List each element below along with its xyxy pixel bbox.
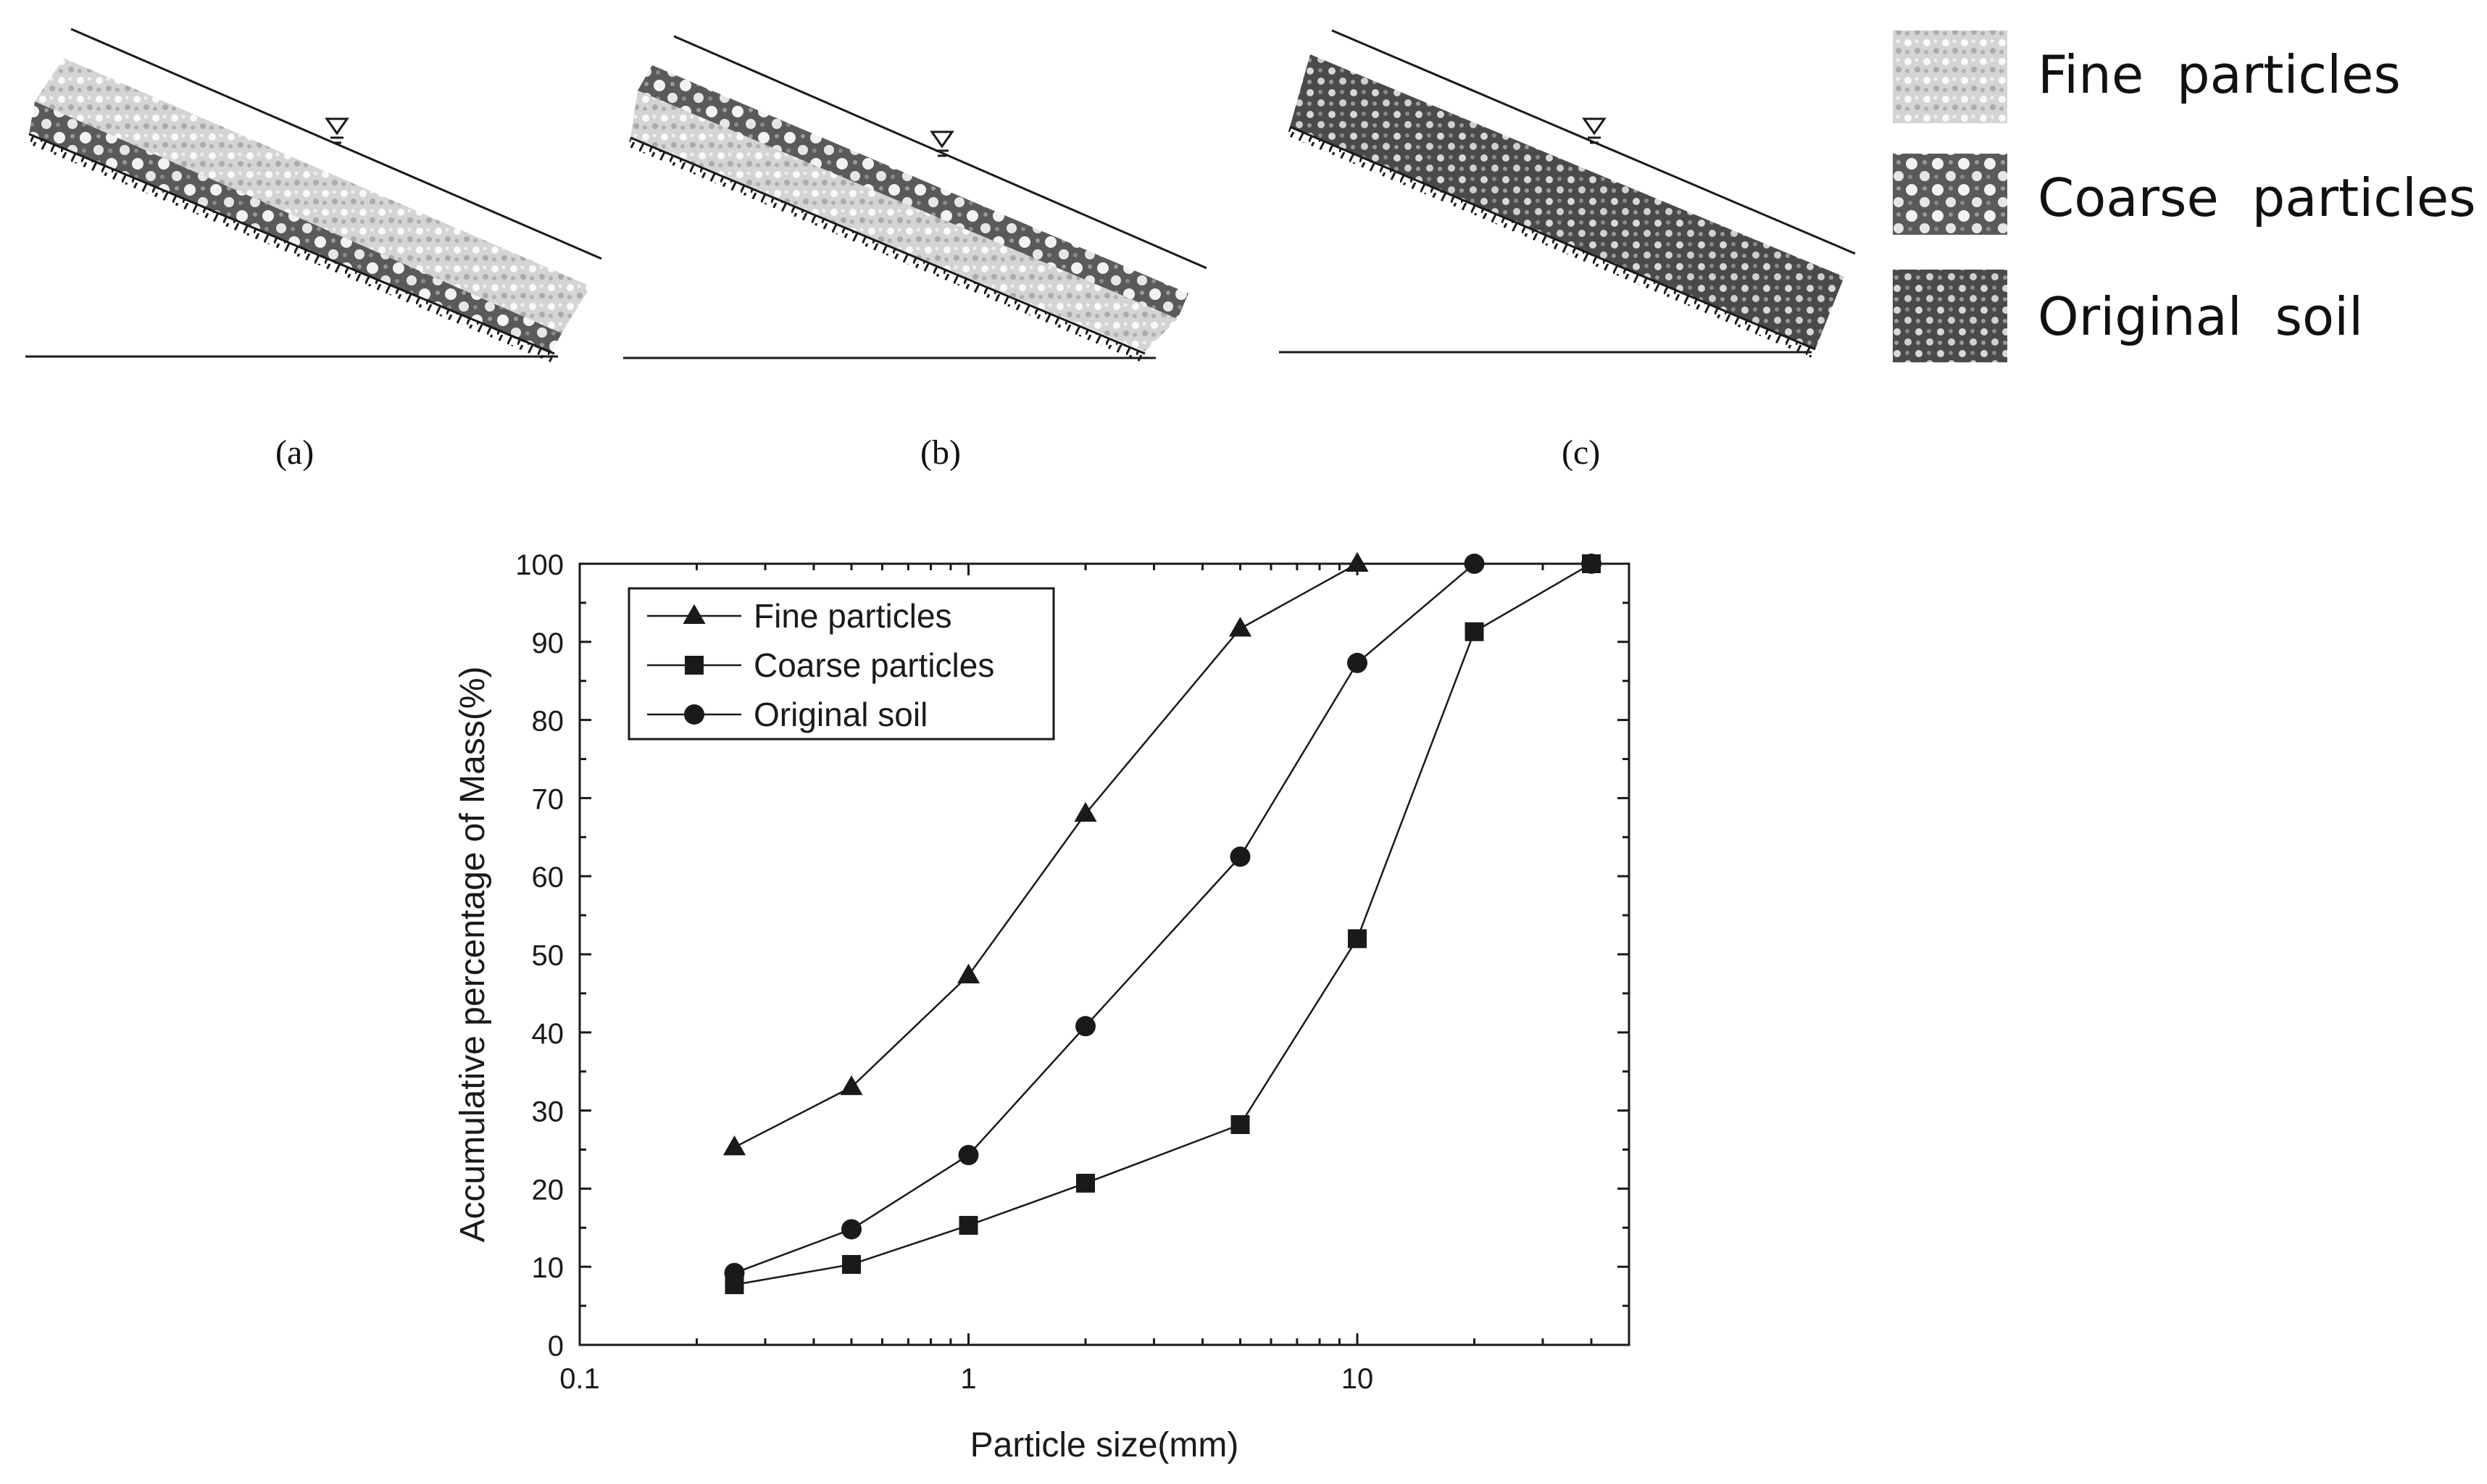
- data-point: [958, 1145, 979, 1166]
- legend-marker: [683, 604, 706, 625]
- y-tick-label: 30: [532, 1096, 565, 1128]
- slope-b-bed-hatch: [628, 138, 1145, 362]
- data-point: [840, 1075, 863, 1096]
- data-point: [1465, 622, 1484, 641]
- legend-marker: [685, 656, 704, 675]
- series-circle: [724, 554, 1602, 1283]
- data-point: [722, 1135, 746, 1156]
- data-point: [959, 1216, 978, 1235]
- y-tick-label: 50: [532, 940, 565, 972]
- series-line: [734, 562, 1592, 1286]
- x-tick-label: 0.1: [559, 1363, 600, 1395]
- legend-swatch-coarse: [1893, 154, 2007, 235]
- data-point: [1230, 846, 1251, 867]
- series-line: [734, 562, 1592, 1274]
- data-point: [1230, 1115, 1250, 1135]
- water-table-triangle-icon: [325, 117, 349, 144]
- data-point: [1346, 551, 1369, 572]
- series-triangle: [722, 551, 1369, 1156]
- water-table-triangle-icon: [1582, 117, 1607, 144]
- y-tick-label: 100: [515, 549, 564, 581]
- legend-swatch-fine: [1893, 30, 2007, 123]
- slope-c-original-layer: [1290, 54, 1844, 349]
- slope-b-coarse-layer: [638, 65, 1188, 319]
- y-tick-label: 90: [532, 628, 565, 659]
- y-axis: 0 10 20 30 40 50 60 70 80 90 100: [515, 549, 1629, 1362]
- slope-panel-b: (b): [623, 35, 1207, 472]
- data-point: [1075, 1016, 1096, 1037]
- slope-a-fine-layer: [35, 58, 591, 333]
- y-tick-label: 10: [532, 1252, 565, 1284]
- slope-b-fine-layer: [630, 91, 1178, 351]
- slope-b-surface-line: [673, 35, 1207, 270]
- pattern-legend: Fine particles Coarse particles Original…: [1893, 30, 2476, 362]
- data-point: [841, 1254, 861, 1274]
- water-table-triangle-icon: [930, 130, 954, 157]
- legend-label: Original soil: [754, 696, 928, 733]
- slope-a-bed-hatch: [26, 134, 554, 362]
- grading-curve-chart: 0 10 20 30 40 50 60 70 80 90 100 0.1 1 10 Fine parti…: [454, 549, 1630, 1464]
- data-point: [1581, 554, 1602, 574]
- x-axis-label: Particle size(mm): [970, 1426, 1239, 1464]
- legend-label-original: Original soil: [2038, 286, 2363, 347]
- slope-panel-a: (a): [25, 28, 602, 472]
- data-point: [1074, 801, 1097, 822]
- panel-label-b: (b): [920, 433, 961, 472]
- legend-label: Coarse particles: [754, 646, 994, 684]
- slope-a-coarse-layer: [29, 101, 562, 354]
- x-tick-label: 1: [960, 1363, 976, 1395]
- series-line: [733, 562, 1358, 1149]
- panel-label-c: (c): [1562, 433, 1600, 472]
- legend-label: Fine particles: [754, 597, 952, 635]
- data-point: [1076, 1173, 1096, 1193]
- data-point: [724, 1262, 745, 1283]
- y-tick-label: 60: [532, 862, 565, 893]
- data-point: [1348, 929, 1367, 949]
- slope-c-bed-hatch: [1287, 127, 1815, 358]
- data-point: [1464, 554, 1485, 574]
- y-axis-label: Accumulative percentage of Mass(%): [454, 667, 492, 1243]
- legend-label-fine: Fine particles: [2038, 44, 2401, 105]
- panel-label-a: (a): [275, 433, 314, 472]
- x-axis: 0.1 1 10: [559, 564, 1630, 1395]
- y-tick-label: 0: [548, 1330, 564, 1362]
- y-tick-label: 40: [532, 1018, 565, 1050]
- x-tick-label: 10: [1341, 1363, 1374, 1395]
- legend-marker: [684, 704, 704, 725]
- y-tick-label: 70: [532, 783, 565, 815]
- slope-panel-c: (c): [1279, 29, 1856, 472]
- legend-label-coarse: Coarse particles: [2038, 167, 2476, 228]
- data-point: [841, 1219, 862, 1240]
- data-point: [957, 963, 980, 984]
- data-point: [1228, 617, 1252, 637]
- data-point: [1347, 652, 1368, 673]
- legend-swatch-original: [1893, 270, 2007, 362]
- series-square: [725, 554, 1601, 1294]
- y-tick-label: 80: [532, 706, 565, 738]
- series-layer: [722, 551, 1602, 1294]
- y-tick-label: 20: [532, 1174, 565, 1206]
